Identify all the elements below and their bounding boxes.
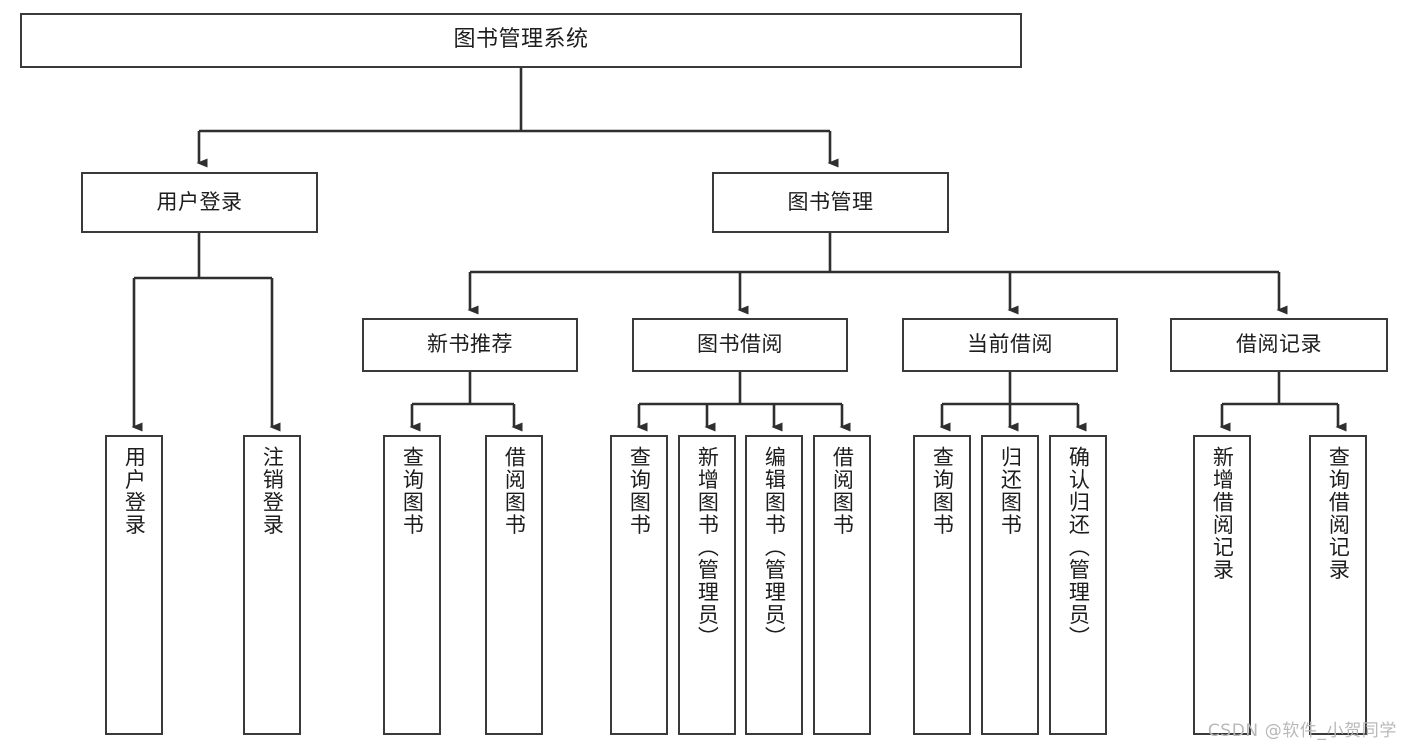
node-label: 编辑图书（管理员） <box>762 446 787 649</box>
node-leaf-borrow-add-book-admin[interactable]: 新增图书（管理员） <box>678 435 736 735</box>
node-label: 新增借阅记录 <box>1210 446 1235 581</box>
node-label: 借阅图书 <box>502 446 527 536</box>
node-leaf-borrow-edit-book-admin[interactable]: 编辑图书（管理员） <box>745 435 803 735</box>
node-label: 借阅记录 <box>1236 332 1322 357</box>
node-leaf-add-borrow-record[interactable]: 新增借阅记录 <box>1193 435 1251 735</box>
node-label: 图书管理系统 <box>453 27 589 53</box>
node-label: 确认归还（管理员） <box>1066 446 1091 649</box>
node-label: 用户登录 <box>122 446 147 536</box>
node-leaf-cur-return-book[interactable]: 归还图书 <box>981 435 1039 735</box>
node-label: 归还图书 <box>998 446 1023 536</box>
node-leaf-user-login[interactable]: 用户登录 <box>105 435 163 735</box>
node-user-login[interactable]: 用户登录 <box>81 172 318 233</box>
node-current-borrowing[interactable]: 当前借阅 <box>902 318 1118 372</box>
node-borrowing-record[interactable]: 借阅记录 <box>1170 318 1388 372</box>
node-label: 新书推荐 <box>427 332 513 357</box>
node-label: 图书借阅 <box>697 332 783 357</box>
node-new-book-recommendation[interactable]: 新书推荐 <box>362 318 578 372</box>
node-leaf-logout[interactable]: 注销登录 <box>243 435 301 735</box>
node-label: 新增图书（管理员） <box>695 446 720 649</box>
node-label: 借阅图书 <box>830 446 855 536</box>
node-book-management[interactable]: 图书管理 <box>712 172 949 233</box>
node-leaf-cur-confirm-return-admin[interactable]: 确认归还（管理员） <box>1049 435 1107 735</box>
node-root-book-management-system[interactable]: 图书管理系统 <box>20 13 1022 68</box>
node-label: 查询图书 <box>627 446 652 536</box>
node-label: 当前借阅 <box>967 332 1053 357</box>
node-label: 用户登录 <box>156 189 243 214</box>
node-leaf-rec-borrow-book[interactable]: 借阅图书 <box>485 435 543 735</box>
node-label: 查询借阅记录 <box>1326 446 1351 581</box>
node-leaf-borrow-query-book[interactable]: 查询图书 <box>610 435 668 735</box>
node-book-borrowing[interactable]: 图书借阅 <box>632 318 848 372</box>
node-leaf-cur-query-book[interactable]: 查询图书 <box>913 435 971 735</box>
node-label: 查询图书 <box>400 446 425 536</box>
node-label: 注销登录 <box>260 446 285 536</box>
node-label: 图书管理 <box>787 189 874 214</box>
node-leaf-query-borrow-record[interactable]: 查询借阅记录 <box>1309 435 1367 735</box>
node-leaf-rec-query-book[interactable]: 查询图书 <box>383 435 441 735</box>
node-leaf-borrow-lend-book[interactable]: 借阅图书 <box>813 435 871 735</box>
node-label: 查询图书 <box>930 446 955 536</box>
